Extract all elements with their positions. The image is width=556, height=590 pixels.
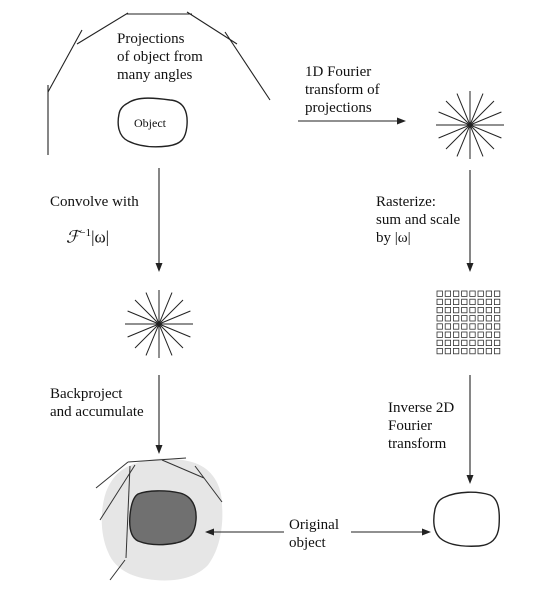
raster-cell xyxy=(469,306,476,314)
raster-cell xyxy=(493,347,501,355)
raster-cell xyxy=(485,331,493,338)
raster-cell xyxy=(436,315,443,322)
raster-cell xyxy=(485,323,493,330)
arrow-inverse-fourier xyxy=(466,375,474,484)
label-1d-fourier: 1D Fourier transform of projections xyxy=(305,64,380,116)
inverse-exponent: −1 xyxy=(79,227,92,239)
arrow-convolve xyxy=(155,168,163,272)
raster-cell xyxy=(461,347,468,355)
raster-cell xyxy=(493,298,501,306)
rasterized-grid xyxy=(436,290,501,355)
reconstructed-object xyxy=(129,490,197,546)
raster-cell xyxy=(436,290,443,297)
raster-cell xyxy=(444,347,452,355)
raster-cell xyxy=(461,306,468,314)
raster-cell xyxy=(461,298,468,306)
raster-cell xyxy=(493,339,501,347)
raster-cell xyxy=(444,315,452,322)
raster-cell xyxy=(485,298,493,306)
raster-cell xyxy=(485,290,493,297)
raster-cell xyxy=(444,323,452,330)
label-original: Original object xyxy=(289,517,339,551)
label-inverse-2d: Inverse 2D Fourier transform xyxy=(388,400,455,452)
raster-cell xyxy=(485,306,493,314)
final-object-outline xyxy=(433,491,500,547)
raster-cell xyxy=(477,323,484,330)
starburst-line xyxy=(438,111,502,139)
raster-cell xyxy=(436,339,443,347)
raster-cell xyxy=(452,347,460,355)
starburst-filtered-projections xyxy=(125,290,193,358)
raster-cell xyxy=(469,315,476,322)
raster-cell xyxy=(477,290,484,297)
raster-cell xyxy=(477,298,484,306)
raster-cell xyxy=(477,315,484,322)
raster-cell xyxy=(436,331,443,338)
raster-cell xyxy=(469,290,476,297)
backprojection-lines xyxy=(95,457,223,581)
label-backproject: Backproject and accumulate xyxy=(50,386,144,420)
raster-cell xyxy=(477,331,484,338)
arrow-original-right xyxy=(351,528,431,536)
raster-cell xyxy=(452,331,460,338)
raster-cell xyxy=(461,315,468,322)
starburst-frequency-lines xyxy=(436,91,504,159)
raster-cell xyxy=(461,339,468,347)
raster-cell xyxy=(452,315,460,322)
raster-cell xyxy=(436,306,443,314)
raster-cell xyxy=(444,306,452,314)
starburst-line xyxy=(127,310,191,338)
raster-cell xyxy=(452,339,460,347)
omega-abs: |ω| xyxy=(91,227,110,247)
raster-cell xyxy=(493,331,501,338)
label-rasterize: Rasterize: sum and scale by |ω| xyxy=(376,194,461,246)
raster-cell xyxy=(485,339,493,347)
raster-cell xyxy=(436,323,443,330)
raster-cell xyxy=(444,331,452,338)
raster-cell xyxy=(493,306,501,314)
raster-cell xyxy=(469,323,476,330)
raster-cell xyxy=(452,290,460,297)
raster-cell xyxy=(436,347,443,355)
arrow-rasterize xyxy=(466,170,474,272)
raster-cell xyxy=(444,298,452,306)
raster-cell xyxy=(461,331,468,338)
raster-cell xyxy=(477,306,484,314)
raster-cell xyxy=(485,347,493,355)
raster-cell xyxy=(444,290,452,297)
raster-cell xyxy=(469,331,476,338)
projection-lines xyxy=(47,11,271,155)
arrow-original-left xyxy=(205,528,284,536)
arrow-to-fourier xyxy=(298,117,406,125)
arrow-backproject xyxy=(155,375,163,454)
fourier-symbol: ℱ xyxy=(66,227,80,248)
raster-cell xyxy=(469,298,476,306)
raster-cell xyxy=(452,306,460,314)
raster-cell xyxy=(461,323,468,330)
object-shape xyxy=(117,97,188,148)
raster-cell xyxy=(469,339,476,347)
raster-cell xyxy=(444,339,452,347)
raster-cell xyxy=(493,315,501,322)
raster-cell xyxy=(469,347,476,355)
raster-cell xyxy=(485,315,493,322)
label-convolve-math: ℱ−1|ω| xyxy=(66,224,109,247)
raster-cell xyxy=(452,298,460,306)
label-object: Object xyxy=(134,116,166,130)
raster-cell xyxy=(452,323,460,330)
raster-cell xyxy=(477,339,484,347)
raster-cell xyxy=(493,323,501,330)
label-convolve: Convolve with xyxy=(50,194,139,210)
raster-cell xyxy=(477,347,484,355)
raster-cell xyxy=(493,290,501,297)
raster-cell xyxy=(436,298,443,306)
label-projections: Projections of object from many angles xyxy=(117,31,203,83)
raster-cell xyxy=(461,290,468,297)
